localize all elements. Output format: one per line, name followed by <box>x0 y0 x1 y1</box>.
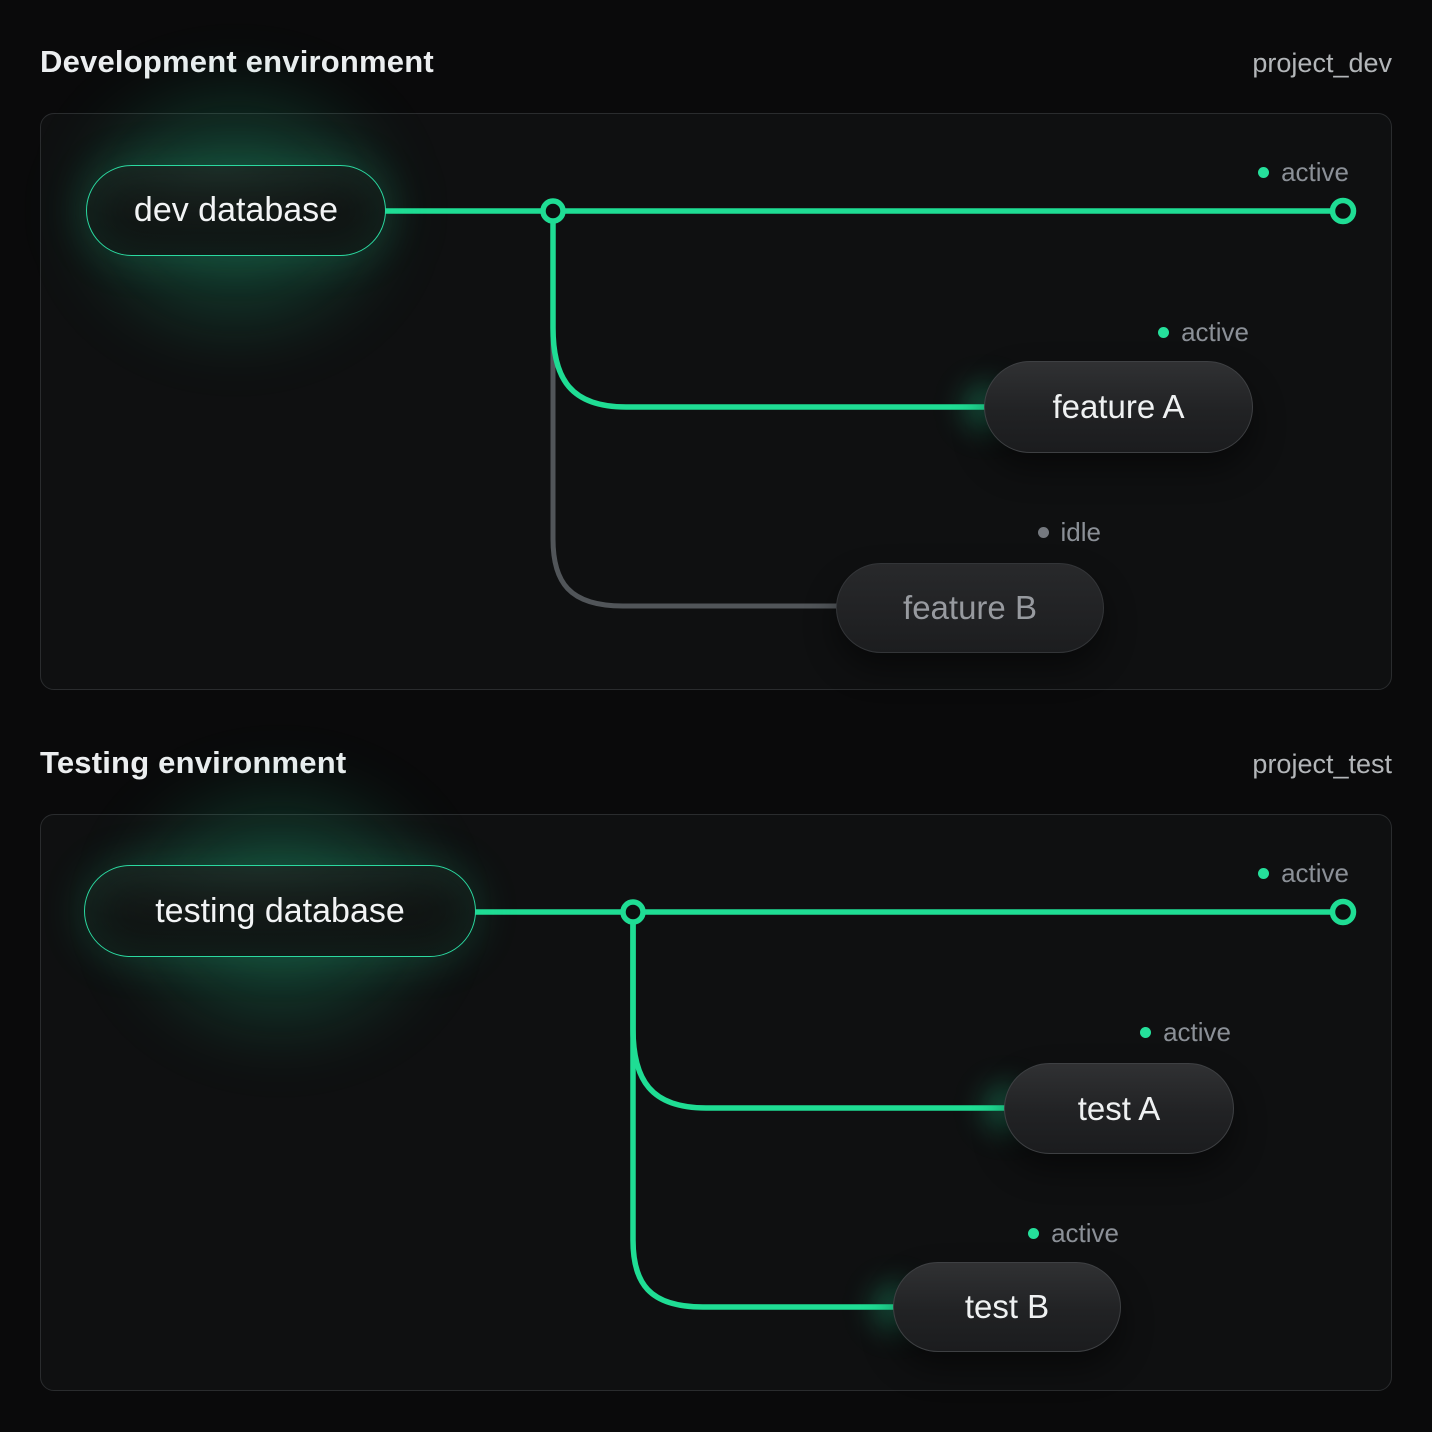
node-test-a[interactable]: test A <box>1004 1063 1234 1154</box>
wire-branch-test-a <box>630 909 1009 1111</box>
branch-point-icon <box>540 198 566 224</box>
dev-environment-panel: dev database active active feature A idl… <box>1 10 1392 690</box>
status-trunk: active <box>1258 859 1349 887</box>
node-label: feature A <box>1052 388 1185 425</box>
status-feature-a: active <box>1158 318 1249 346</box>
status-dot-icon <box>1258 867 1270 879</box>
status-dot-icon <box>1037 526 1049 538</box>
node-label: test A <box>1077 1089 1161 1127</box>
status-label: active <box>1281 858 1349 888</box>
page: Development environment project_dev dev … <box>1 0 1392 1391</box>
status-feature-b: idle <box>1037 517 1101 547</box>
test-environment-header: Testing environment project_test <box>40 690 1392 781</box>
node-test-b[interactable]: test B <box>893 1262 1121 1352</box>
section-title-development: Development environment <box>40 44 434 79</box>
trunk-endpoint-icon <box>1329 898 1357 926</box>
status-test-b: active <box>1028 1219 1119 1247</box>
dev-environment-header: Development environment project_dev <box>40 0 1392 80</box>
wire-branch-test-b <box>630 909 898 1310</box>
wire-branch-feature-a <box>550 208 989 410</box>
status-test-a: active <box>1140 1018 1231 1046</box>
test-environment-panel: testing database active active test A ac… <box>40 711 1392 1391</box>
node-testing-database[interactable]: testing database <box>84 865 476 957</box>
status-label: active <box>1281 157 1349 187</box>
status-dot-icon <box>1158 326 1170 338</box>
status-dot-icon <box>1258 166 1270 178</box>
section-title-testing: Testing environment <box>40 745 347 780</box>
node-label: testing database <box>155 891 405 930</box>
project-label-test: project_test <box>1252 749 1392 779</box>
status-label: active <box>1181 317 1249 347</box>
status-label: active <box>1051 1218 1119 1248</box>
branch-wires <box>383 197 1357 609</box>
node-dev-database[interactable]: dev database <box>86 165 386 256</box>
trunk-endpoint-icon <box>1329 197 1357 225</box>
wire-branch-feature-b <box>550 208 841 609</box>
node-label: feature B <box>903 589 1037 626</box>
node-label: test B <box>964 1288 1050 1325</box>
node-feature-a[interactable]: feature A <box>984 361 1253 453</box>
branch-wires <box>473 898 1357 1310</box>
project-label-dev: project_dev <box>1252 48 1392 78</box>
status-dot-icon <box>1028 1227 1040 1239</box>
status-label: idle <box>1060 517 1101 547</box>
node-label: dev database <box>133 191 339 229</box>
status-label: active <box>1163 1017 1231 1047</box>
status-dot-icon <box>1140 1026 1152 1038</box>
branch-point-icon <box>620 899 646 925</box>
status-trunk: active <box>1258 158 1349 186</box>
node-feature-b[interactable]: feature B <box>836 563 1104 653</box>
